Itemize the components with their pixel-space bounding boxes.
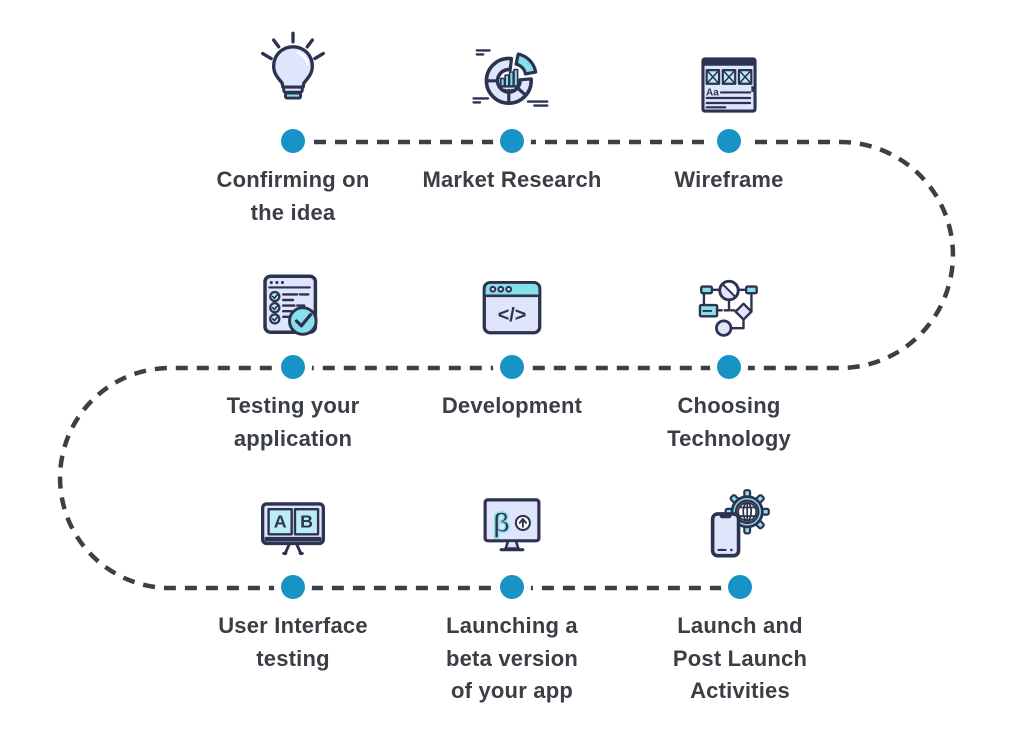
step-dot <box>274 122 312 160</box>
step-development: </> Development <box>392 252 632 423</box>
step-label: Testing your application <box>226 393 360 451</box>
step-label: Confirming on the idea <box>216 167 370 225</box>
step-market-research: Market Research <box>392 26 632 197</box>
ab-text-a-glyph: A <box>274 512 287 532</box>
step-dot <box>493 348 531 386</box>
step-dot <box>710 348 748 386</box>
code-text-glyph: </> <box>498 304 527 326</box>
step-dot <box>274 348 312 386</box>
step-ui-testing: A B User Interface testing <box>173 472 413 675</box>
step-dot <box>493 122 531 160</box>
step-label: Launch and Post Launch Activities <box>672 613 808 704</box>
step-dot <box>721 568 759 606</box>
step-label: Choosing Technology <box>667 393 791 451</box>
market-research-chart-icon <box>392 26 632 122</box>
step-dot <box>710 122 748 160</box>
ab-text-b-glyph: B <box>300 512 313 532</box>
ab-test-monitor-icon: A B <box>173 472 413 568</box>
beta-text-glyph: β <box>493 507 510 538</box>
wireframe-icon: Aa <box>609 26 849 122</box>
step-label: Market Research <box>422 167 602 192</box>
step-wireframe: Aa Wireframe <box>609 26 849 197</box>
step-label: Launching a beta version of your app <box>445 613 578 704</box>
step-label: Wireframe <box>674 167 784 192</box>
lightbulb-icon <box>173 26 413 122</box>
phone-globe-gear-icon <box>620 472 860 568</box>
step-confirming-idea: Confirming on the idea <box>173 26 413 229</box>
step-dot <box>493 568 531 606</box>
step-beta-launch: β Launching a beta version of your app <box>392 472 632 708</box>
step-choosing-technology: Choosing Technology <box>609 252 849 455</box>
step-post-launch: Launch and Post Launch Activities <box>620 472 860 708</box>
flowchart-icon <box>609 252 849 348</box>
step-testing-application: Testing your application <box>173 252 413 455</box>
code-window-icon: </> <box>392 252 632 348</box>
step-dot <box>274 568 312 606</box>
beta-monitor-icon: β <box>392 472 632 568</box>
wireframe-text-glyph: Aa <box>706 88 719 99</box>
step-label: User Interface testing <box>218 613 368 671</box>
step-label: Development <box>441 393 583 418</box>
checklist-icon <box>173 252 413 348</box>
